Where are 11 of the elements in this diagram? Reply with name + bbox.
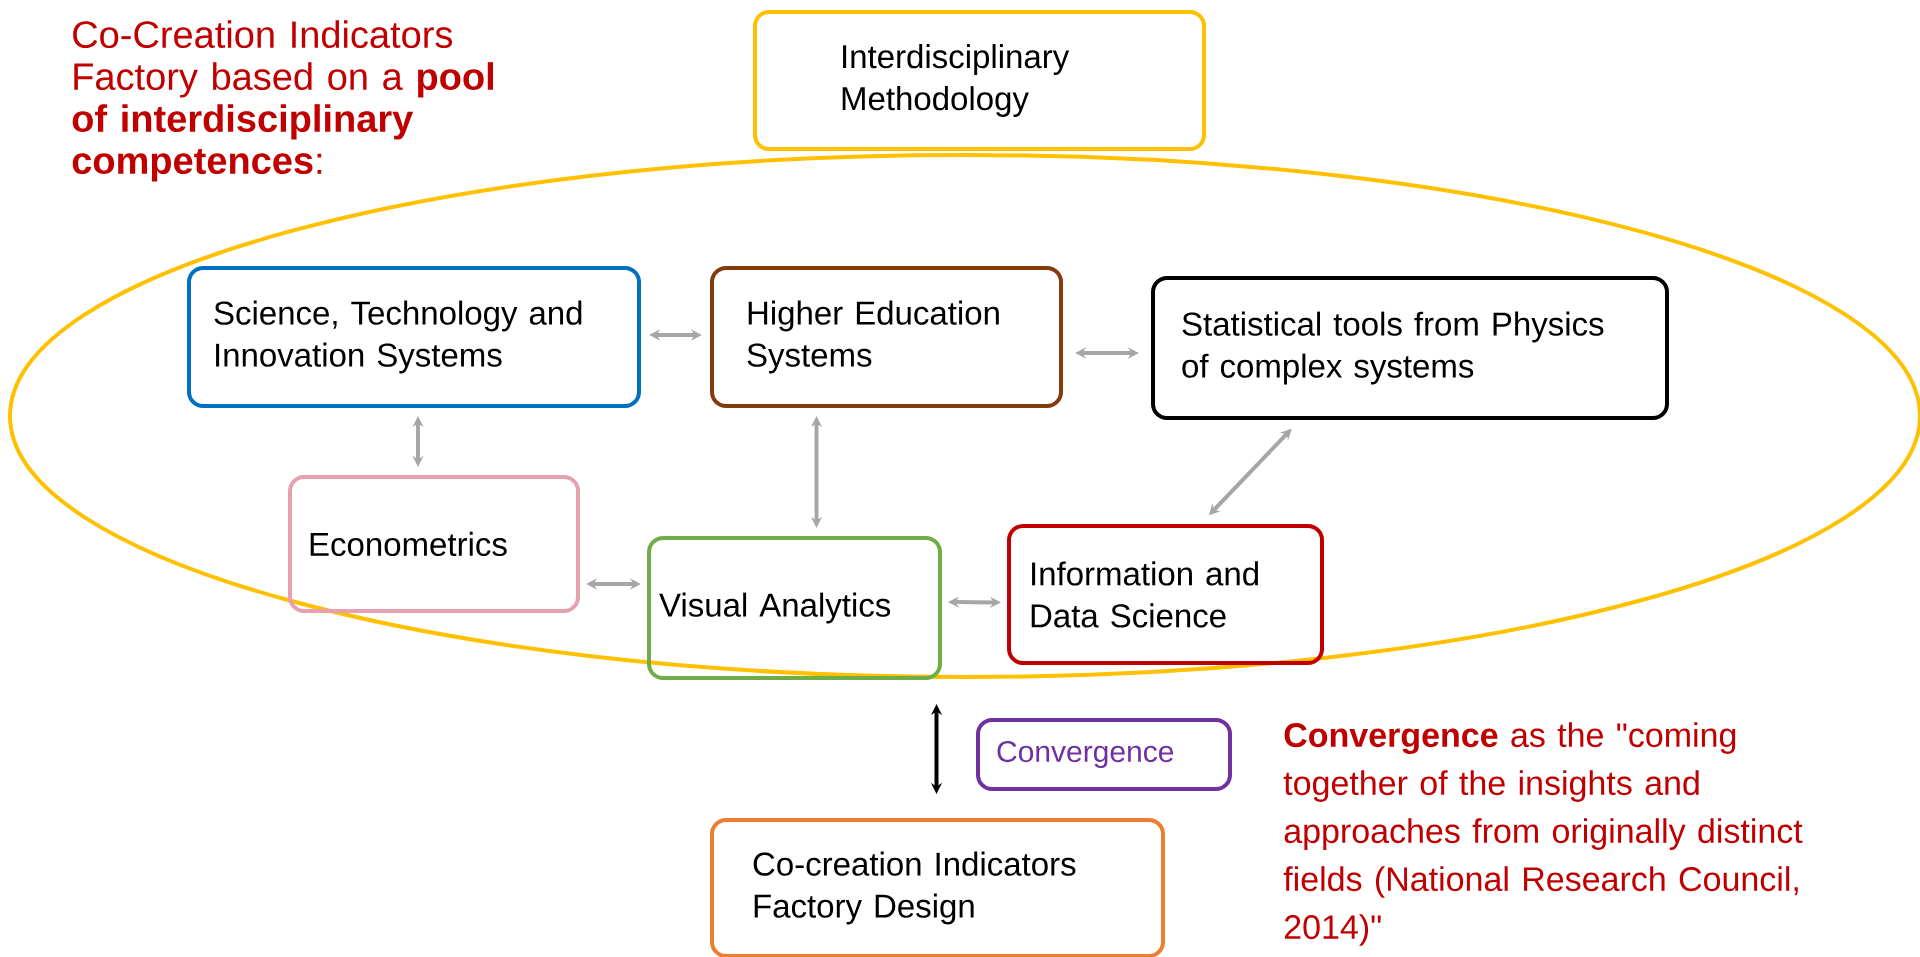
text-box: Econometrics [288, 475, 580, 613]
note-text: Convergence as the "coming together of the insights and approaches from originally distinct fields (National Research Council, 2014)" [1283, 722, 1803, 946]
text-box: Visual Analytics [647, 536, 942, 680]
text-box: Interdisciplinary Methodology [753, 10, 1206, 151]
text-box: Higher Education Systems [710, 266, 1063, 408]
text-box: Convergence [976, 718, 1232, 791]
text-box: Information and Data Science [1007, 524, 1324, 665]
text-box: Co-creation Indicators Factory Design [710, 818, 1165, 957]
note-text: Co-Creation Indicators Factory based on a pool of interdisciplinary competences: [72, 20, 493, 182]
text-box: Statistical tools from Physics of complex systems [1151, 276, 1669, 420]
text-box: Science, Technology and Innovation Systems [187, 266, 641, 408]
